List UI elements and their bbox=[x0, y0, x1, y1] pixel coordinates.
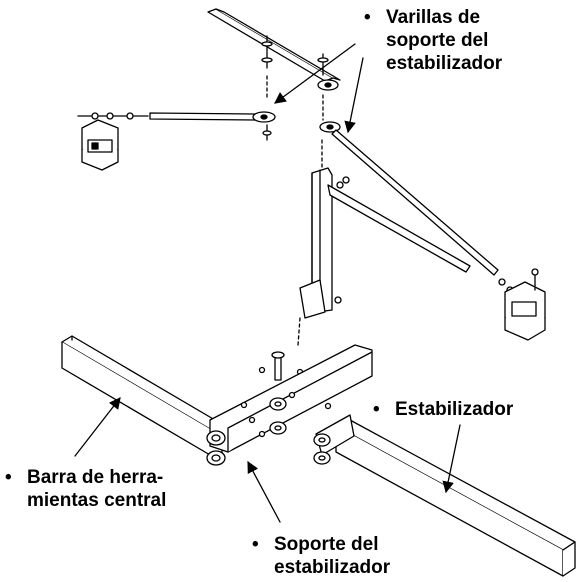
stabilizer-mount bbox=[206, 344, 373, 466]
top-rod-bolts bbox=[261, 35, 329, 121]
label-barra: • Barra de herra- mientas central bbox=[5, 466, 166, 512]
stabilizer-bar bbox=[313, 414, 576, 577]
label-soporte-line1: Soporte del bbox=[274, 534, 379, 555]
left-mount-bracket bbox=[81, 119, 119, 171]
label-estabilizador: • Estabilizador bbox=[373, 398, 513, 421]
bullet-glyph: • bbox=[5, 467, 12, 488]
bullet-glyph: • bbox=[373, 399, 380, 420]
label-barra-line2: mientas central bbox=[27, 490, 167, 511]
label-barra-line1: Barra de herra- bbox=[27, 467, 164, 488]
label-soporte: • Soporte del estabilizador bbox=[252, 533, 390, 579]
label-soporte-line2: estabilizador bbox=[274, 557, 391, 578]
left-support-rod bbox=[77, 111, 276, 141]
bullet-glyph: • bbox=[364, 7, 371, 28]
label-estabilizador-text: Estabilizador bbox=[395, 399, 514, 420]
label-varillas-line2: soporte del bbox=[386, 30, 489, 51]
center-toolbar bbox=[61, 335, 233, 463]
top-support-rod bbox=[207, 8, 341, 91]
label-varillas: • Varillas de soporte del estabilizador bbox=[364, 6, 502, 75]
right-mount-bracket bbox=[504, 268, 546, 341]
bullet-glyph: • bbox=[252, 534, 259, 555]
label-varillas-line1: Varillas de bbox=[386, 7, 481, 28]
leader-arrows bbox=[74, 43, 461, 523]
right-support-rod bbox=[319, 121, 514, 294]
label-varillas-line3: estabilizador bbox=[386, 53, 503, 74]
vertical-post bbox=[297, 167, 471, 346]
